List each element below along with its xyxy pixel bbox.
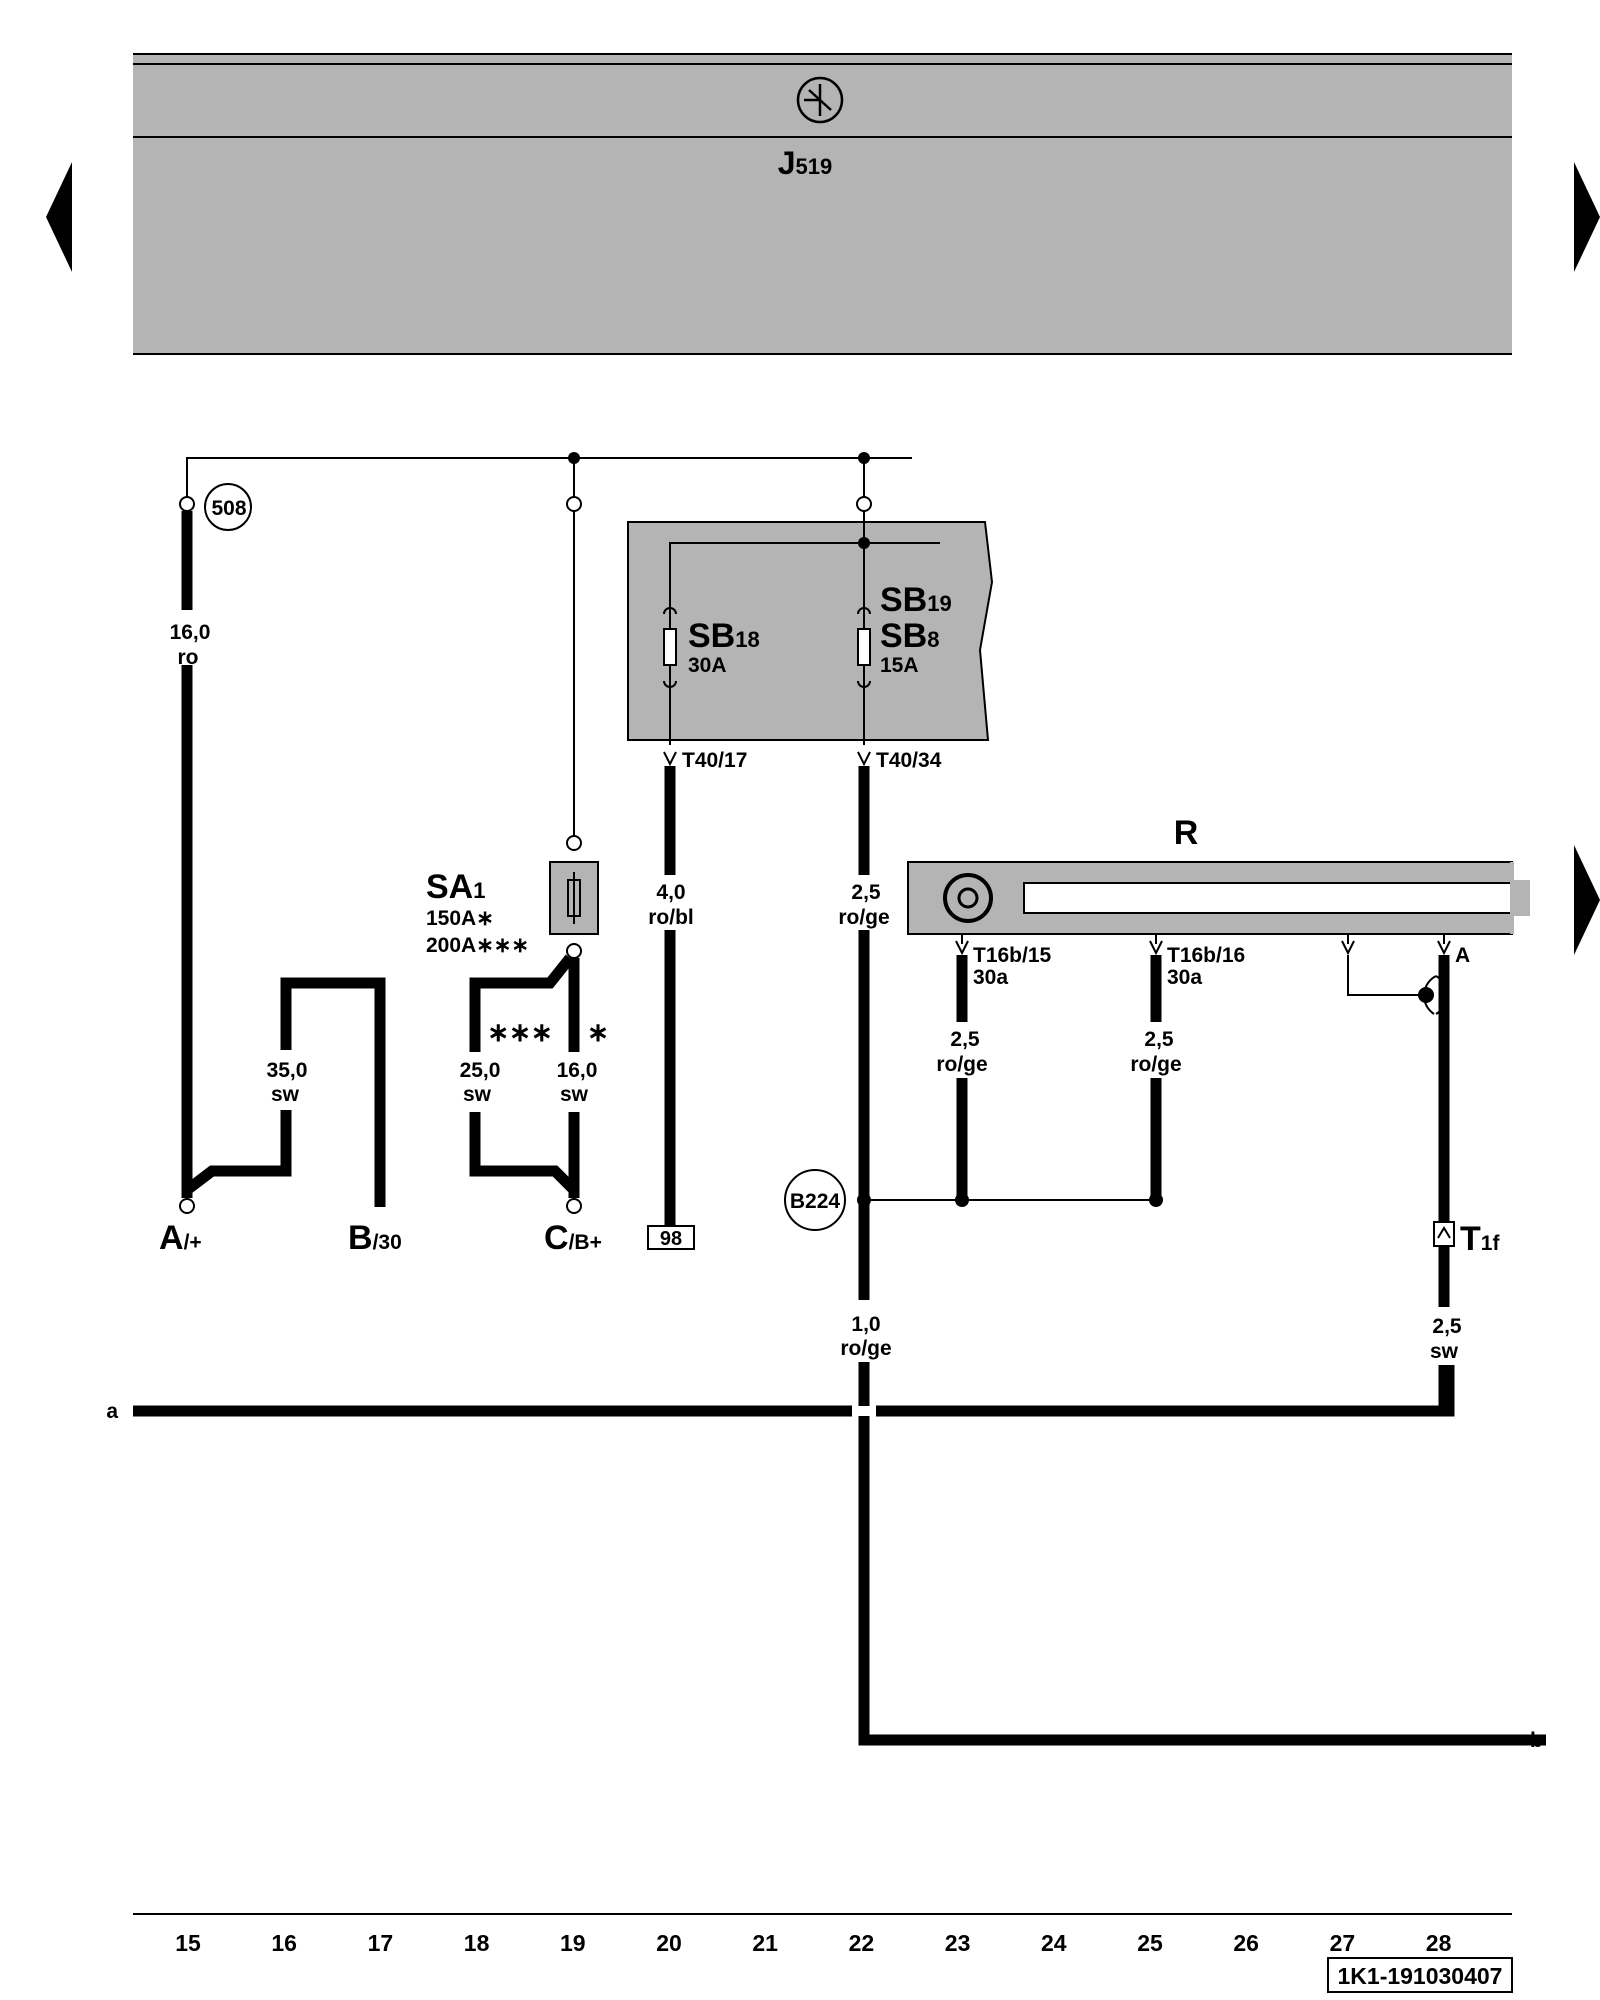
terminal-pin-icon bbox=[1437, 940, 1451, 956]
wire-color: ro/ge bbox=[840, 1337, 891, 1360]
svg-text:T1f: T1f bbox=[1460, 1220, 1500, 1258]
variant-mark: ∗∗∗ bbox=[487, 1017, 552, 1047]
fuse-sb19-sb8: SB19 SB8 15A bbox=[857, 581, 952, 688]
grid-number: 22 bbox=[849, 1930, 875, 1956]
radio-r: R bbox=[907, 814, 1530, 935]
terminal-pin-icon bbox=[663, 751, 677, 767]
node bbox=[856, 496, 872, 512]
wire-size: 4,0 bbox=[656, 881, 685, 904]
continuation-b: b bbox=[1530, 1729, 1543, 1752]
terminal-label: T16b/16 bbox=[1167, 944, 1245, 967]
ground-symbol-icon bbox=[796, 76, 844, 124]
grid-number: 25 bbox=[1137, 1930, 1163, 1956]
controller-sub: 519 bbox=[796, 154, 833, 179]
grid-number: 21 bbox=[752, 1930, 778, 1956]
wire-color: ro/bl bbox=[648, 906, 694, 929]
wire-color: ro bbox=[178, 646, 199, 669]
wire-color: ro/ge bbox=[838, 906, 889, 929]
grid-number: 16 bbox=[271, 1930, 297, 1956]
speaker-knob-icon bbox=[943, 873, 993, 923]
controller-label: J519 bbox=[778, 145, 833, 181]
battery-terminal-c: C/B+ bbox=[544, 1219, 602, 1257]
wire-size: 2,5 bbox=[1144, 1028, 1174, 1051]
connector-t1f: T1f bbox=[1433, 1220, 1500, 1258]
svg-text:SB8: SB8 bbox=[880, 617, 939, 655]
wire-size: 16,0 bbox=[170, 621, 211, 644]
battery-terminal-a: A/+ bbox=[159, 1219, 202, 1257]
controller-name: J bbox=[778, 145, 796, 181]
control-unit-j519: J519 bbox=[133, 53, 1512, 355]
wire-size: 1,0 bbox=[851, 1313, 880, 1336]
svg-text:1K1-191030407: 1K1-191030407 bbox=[1338, 1963, 1503, 1989]
main-fuse-sub: 1 bbox=[473, 878, 485, 903]
grid-numbers: 15 16 17 18 19 20 21 22 23 24 25 26 27 28 bbox=[175, 1930, 1451, 1956]
battery-terminal-b: B/30 bbox=[348, 1219, 402, 1257]
next-arrow-icon[interactable] bbox=[1574, 162, 1600, 272]
terminal-label: A bbox=[1455, 944, 1470, 967]
grid-number: 26 bbox=[1233, 1930, 1259, 1956]
main-fuse-name: SA bbox=[426, 868, 473, 906]
terminal-pin-icon bbox=[1341, 940, 1355, 956]
wire-size: 25,0 bbox=[460, 1059, 501, 1082]
svg-text:SB19: SB19 bbox=[880, 581, 952, 619]
terminal-sub: 30a bbox=[1167, 966, 1202, 989]
svg-text:SA1: SA1 bbox=[426, 868, 485, 906]
drawing-id-box: 1K1-191030407 bbox=[1327, 1957, 1513, 1993]
grid-number: 27 bbox=[1330, 1930, 1356, 1956]
continuation-a: a bbox=[106, 1400, 118, 1423]
main-fuse-sa1: SA1 150A∗ 200A∗∗∗ bbox=[426, 835, 599, 959]
grid-number: 24 bbox=[1041, 1930, 1067, 1956]
wire-color: sw bbox=[1430, 1340, 1459, 1363]
terminal-label: T40/34 bbox=[876, 749, 942, 772]
grid-number: 18 bbox=[464, 1930, 490, 1956]
wire-size: 2,5 bbox=[851, 881, 881, 904]
wire-size: 2,5 bbox=[1432, 1315, 1462, 1338]
next-arrow-icon[interactable] bbox=[1574, 845, 1600, 955]
wire-size: 16,0 bbox=[557, 1059, 598, 1082]
wire-size: 2,5 bbox=[950, 1028, 980, 1051]
variant-mark: ∗ bbox=[587, 1017, 609, 1047]
fuse-rating: 15A bbox=[880, 654, 919, 677]
svg-text:98: 98 bbox=[660, 1228, 682, 1250]
wire-color: ro/ge bbox=[1130, 1053, 1181, 1076]
node bbox=[566, 1198, 582, 1214]
radio-name: R bbox=[1174, 814, 1199, 852]
node bbox=[566, 496, 582, 512]
grid-number: 15 bbox=[175, 1930, 201, 1956]
node bbox=[179, 1198, 195, 1214]
grid-number: 20 bbox=[656, 1930, 682, 1956]
terminal-pin-icon bbox=[1149, 940, 1163, 956]
terminal-label: T16b/15 bbox=[973, 944, 1052, 967]
svg-text:SB18: SB18 bbox=[688, 617, 760, 655]
wire-color: sw bbox=[271, 1083, 300, 1106]
fuse-box: SB18 30A SB19 SB8 15A bbox=[627, 511, 994, 745]
node bbox=[179, 496, 195, 512]
main-fuse-rating: 150A∗ bbox=[426, 907, 494, 930]
terminal-label: T40/17 bbox=[682, 749, 747, 772]
wire-color: sw bbox=[463, 1083, 492, 1106]
svg-text:B224: B224 bbox=[790, 1190, 841, 1213]
terminal-pin-icon bbox=[857, 751, 871, 767]
connection-point-b224: B224 bbox=[784, 1169, 1163, 1231]
prev-arrow-icon[interactable] bbox=[46, 162, 72, 272]
grid-number: 17 bbox=[368, 1930, 394, 1956]
wire-color: ro/ge bbox=[936, 1053, 987, 1076]
reference-box-98: 98 bbox=[647, 1225, 695, 1250]
svg-text:508: 508 bbox=[211, 497, 246, 520]
wire-color: sw bbox=[560, 1083, 589, 1106]
fuse-sb18: SB18 30A bbox=[663, 607, 760, 688]
terminal-sub: 30a bbox=[973, 966, 1008, 989]
bus-line bbox=[186, 452, 912, 842]
fuse-rating: 30A bbox=[688, 654, 727, 677]
wire-size: 35,0 bbox=[267, 1059, 308, 1082]
grid-number: 19 bbox=[560, 1930, 586, 1956]
grid-number: 23 bbox=[945, 1930, 971, 1956]
ground-point-508: 508 bbox=[204, 483, 252, 531]
grid-number: 28 bbox=[1426, 1930, 1452, 1956]
terminal-pin-icon bbox=[955, 940, 969, 956]
main-fuse-rating: 200A∗∗∗ bbox=[426, 934, 529, 957]
